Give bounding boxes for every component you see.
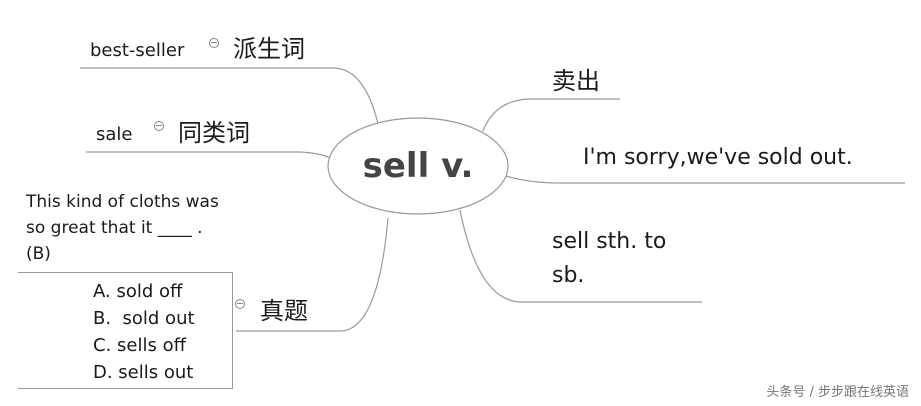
collapse-icon[interactable]	[235, 299, 245, 309]
exam-option-b[interactable]: B. sold out	[93, 308, 195, 329]
phrase-line-2[interactable]: sb.	[552, 263, 585, 288]
exam-question[interactable]: This kind of cloths was so great that it…	[26, 192, 219, 264]
phrase-line-1[interactable]: sell sth. to	[552, 229, 667, 254]
derivative-tag[interactable]: 派生词	[233, 35, 305, 63]
options-box	[18, 272, 233, 389]
center-node-outline	[327, 117, 509, 215]
connector-phrase	[459, 209, 702, 303]
similar-tag[interactable]: 同类词	[178, 119, 250, 147]
example-sentence[interactable]: I'm sorry,we've sold out.	[583, 145, 853, 170]
options-box-top	[18, 272, 233, 273]
collapse-icon[interactable]	[154, 121, 164, 131]
connector-similar	[86, 151, 331, 159]
exam-tag[interactable]: 真题	[260, 297, 308, 325]
similar-word[interactable]: sale	[96, 124, 133, 145]
exam-option-c[interactable]: C. sells off	[93, 335, 186, 356]
connector-derivative	[80, 67, 379, 125]
meaning-label[interactable]: 卖出	[552, 67, 600, 95]
center-node-label[interactable]: sell v.	[362, 146, 474, 186]
derivative-word[interactable]: best-seller	[90, 40, 185, 61]
collapse-icon[interactable]	[209, 38, 219, 48]
exam-option-d[interactable]: D. sells out	[93, 362, 194, 383]
connector-exam	[236, 217, 389, 332]
exam-option-a[interactable]: A. sold off	[93, 281, 183, 302]
connector-example	[505, 175, 905, 184]
connector-meaning	[482, 98, 620, 132]
watermark: 头条号 / 步步跟在线英语	[766, 385, 909, 400]
